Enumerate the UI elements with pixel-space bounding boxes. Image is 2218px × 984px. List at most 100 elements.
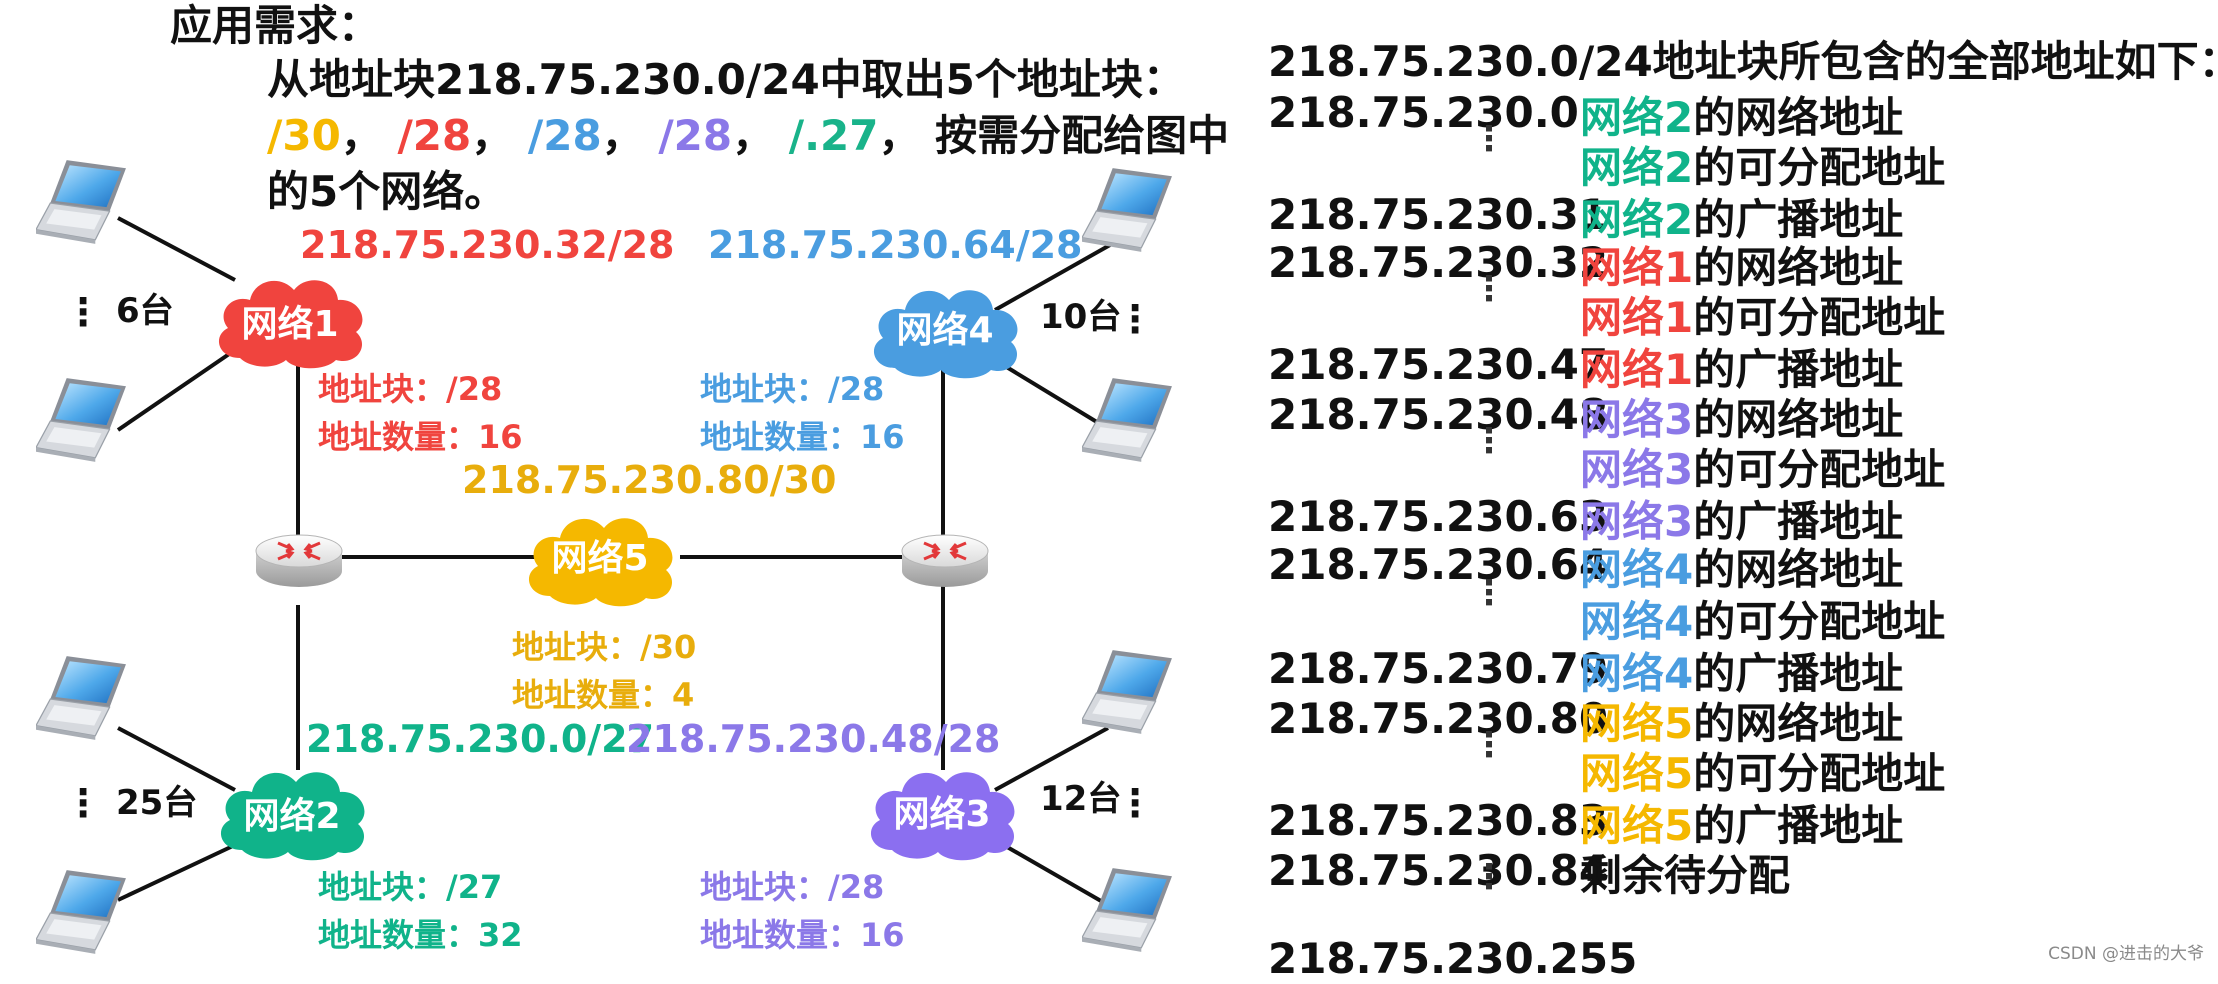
network-name: 网络3 <box>1580 395 1694 444</box>
network-name: 网络4 <box>1580 597 1694 646</box>
block-size-1: /30 <box>267 111 341 160</box>
network-name: 网络4 <box>1580 545 1694 594</box>
block-size-5: /.27 <box>789 111 879 160</box>
address-value: 218.75.230.0 <box>1268 88 1579 137</box>
address-row: ⋮ 网络5的可分配地址 <box>1262 728 2202 798</box>
credit-watermark: CSDN @进击的大爷 <box>2048 944 2204 964</box>
network-3-cloud: 网络3 <box>870 772 1015 861</box>
network-2-cloud: 网络2 <box>220 772 365 861</box>
address-value: 218.75.230.64 <box>1268 540 1609 589</box>
host-count-net1: 6台 <box>116 291 174 331</box>
address-row: ⋮ <box>1262 860 2202 946</box>
ellipsis-dots: ⋮ <box>1472 421 1506 461</box>
address-list: 218.75.230.0/24地址块所包含的全部地址如下： 218.75.230… <box>1262 0 2218 983</box>
network-1-name: 网络1 <box>241 303 338 345</box>
address-description: 网络4的可分配地址 <box>1580 588 1945 649</box>
network-2-name: 网络2 <box>243 795 340 837</box>
ellipsis-dots: ⋮ <box>1472 573 1506 613</box>
host-count-net2: 25台 <box>116 783 197 823</box>
laptop-icon <box>36 655 127 741</box>
network-name: 网络3 <box>1580 445 1694 494</box>
address-description: 网络2的网络地址 <box>1580 84 1903 145</box>
network-1-cloud: 网络1 <box>218 280 363 369</box>
address-description: 网络4的网络地址 <box>1580 536 1903 597</box>
links <box>116 216 1112 907</box>
network-4-block: 地址块：/28 <box>700 370 884 408</box>
address-description: 网络3的网络地址 <box>1580 386 1903 447</box>
address-value: 218.75.230.47 <box>1268 340 1609 389</box>
address-role: 的广播地址 <box>1693 345 1904 394</box>
address-description: 网络5的可分配地址 <box>1580 740 1945 801</box>
hosts-ellipsis-net2: ⋮ <box>64 781 102 825</box>
ellipsis-dots: ⋮ <box>1472 119 1506 159</box>
network-name: 网络1 <box>1580 293 1694 342</box>
address-role: 的可分配地址 <box>1693 143 1946 192</box>
requirements-line2: /30， /28， /28， /28， /.27， 按需分配给图中 <box>267 111 1229 160</box>
address-role: 剩余待分配 <box>1580 851 1791 900</box>
network-name: 网络2 <box>1580 93 1694 142</box>
address-role: 的可分配地址 <box>1693 597 1946 646</box>
network-3-block: 地址块：/28 <box>700 868 884 906</box>
host-count-net4: 10台 <box>1040 297 1121 337</box>
address-row: ⋮ 网络1的可分配地址 <box>1262 272 2202 342</box>
network-5-name: 网络5 <box>551 537 648 579</box>
address-description: 网络3的可分配地址 <box>1580 436 1945 497</box>
address-role: 的网络地址 <box>1693 395 1904 444</box>
network-1-block: 地址块：/28 <box>318 370 502 408</box>
network-3-name: 网络3 <box>893 793 990 835</box>
router-icon <box>900 533 990 589</box>
laptop-icon <box>36 159 127 245</box>
laptop-icon <box>36 869 127 955</box>
ellipsis-dots: ⋮ <box>1472 269 1506 309</box>
address-role: 的广播地址 <box>1693 801 1904 850</box>
block-size-2: /28 <box>397 111 471 160</box>
address-role: 的可分配地址 <box>1693 445 1946 494</box>
address-value: 218.75.230.48 <box>1268 390 1609 439</box>
address-value: 218.75.230.80 <box>1268 694 1609 743</box>
network-4-address: 218.75.230.64/28 <box>708 223 1082 267</box>
network-name: 网络2 <box>1580 195 1694 244</box>
network-name: 网络5 <box>1580 699 1694 748</box>
network-5-count: 地址数量：4 <box>512 676 694 714</box>
network-3-address: 218.75.230.48/28 <box>626 717 1000 761</box>
laptop-icon <box>1082 167 1173 253</box>
hosts-ellipsis-net1: ⋮ <box>64 290 102 334</box>
network-1-count: 地址数量：16 <box>318 418 523 456</box>
hosts-ellipsis-net4: ⋮ <box>1116 297 1154 341</box>
address-row: ⋮ 网络4的可分配地址 <box>1262 576 2202 646</box>
address-role: 的可分配地址 <box>1693 293 1946 342</box>
network-1-address: 218.75.230.32/28 <box>300 223 674 267</box>
network-4-name: 网络4 <box>896 309 993 351</box>
address-role: 的广播地址 <box>1693 195 1904 244</box>
address-description: 网络5的广播地址 <box>1580 792 1903 853</box>
requirements-line1: 从地址块218.75.230.0/24中取出5个地址块： <box>267 55 1185 104</box>
address-description: 网络1的网络地址 <box>1580 234 1903 295</box>
address-role: 的网络地址 <box>1693 243 1904 292</box>
laptop-icon <box>36 377 127 463</box>
network-name: 网络1 <box>1580 243 1694 292</box>
address-row: ⋮ 网络2的可分配地址 <box>1262 122 2202 192</box>
block-size-4: /28 <box>658 111 732 160</box>
ellipsis-dots: ⋮ <box>1472 725 1506 765</box>
network-name: 网络5 <box>1580 749 1694 798</box>
network-4-count: 地址数量：16 <box>700 418 905 456</box>
network-2-address: 218.75.230.0/27 <box>306 717 654 761</box>
network-5-address: 218.75.230.80/30 <box>462 458 836 502</box>
address-description: 网络2的可分配地址 <box>1580 134 1945 195</box>
network-name: 网络1 <box>1580 345 1694 394</box>
address-value: 218.75.230.83 <box>1268 796 1609 845</box>
network-name: 网络2 <box>1580 143 1694 192</box>
address-description: 剩余待分配 <box>1580 842 1790 903</box>
address-value: 218.75.230.255 <box>1268 934 1638 983</box>
requirements-line3: 的5个网络。 <box>267 167 506 216</box>
